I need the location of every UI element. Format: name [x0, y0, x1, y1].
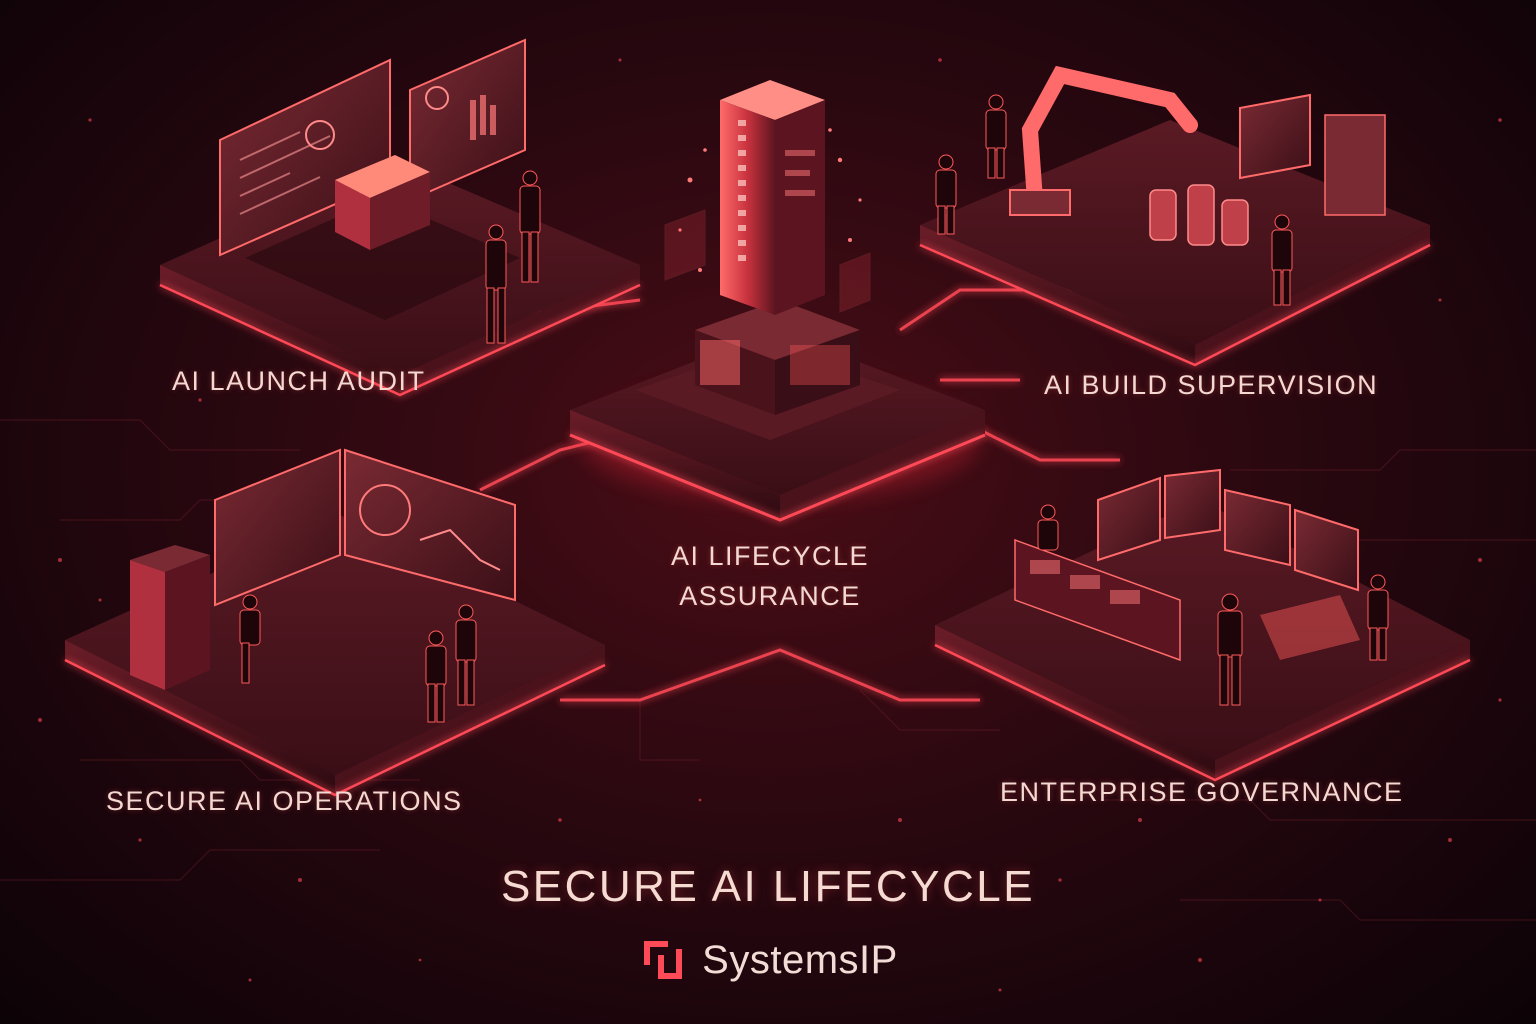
enterprise-governance-platform: [934, 468, 1471, 782]
lifecycle-assurance-platform: [569, 80, 986, 522]
launch-audit-platform: [159, 38, 641, 397]
brand-name: SystemsIP: [702, 937, 898, 982]
stage-label-secure-operations: SECURE AI OPERATIONS: [106, 786, 463, 816]
stage-label-enterprise-governance: ENTERPRISE GOVERNANCE: [1000, 777, 1404, 807]
page-title: SECURE AI LIFECYCLE: [500, 862, 1036, 911]
secure-operations-platform: [64, 448, 606, 797]
stage-label-build-supervision: AI BUILD SUPERVISION: [1044, 370, 1379, 400]
stage-label-line-1: AI LIFECYCLE: [670, 541, 870, 571]
stage-label-launch-audit: AI LAUNCH AUDIT: [172, 366, 426, 396]
particle-field: [38, 58, 1502, 992]
build-supervision-platform: [919, 65, 1431, 367]
stage-label-line-2: ASSURANCE: [679, 581, 861, 611]
systemsip-logo-icon: [644, 941, 683, 979]
brand-lockup: SystemsIP: [0, 935, 1536, 985]
circuit-background: [0, 419, 1536, 921]
stage-label-lifecycle-assurance: AI LIFECYCLE ASSURANCE: [600, 536, 940, 616]
